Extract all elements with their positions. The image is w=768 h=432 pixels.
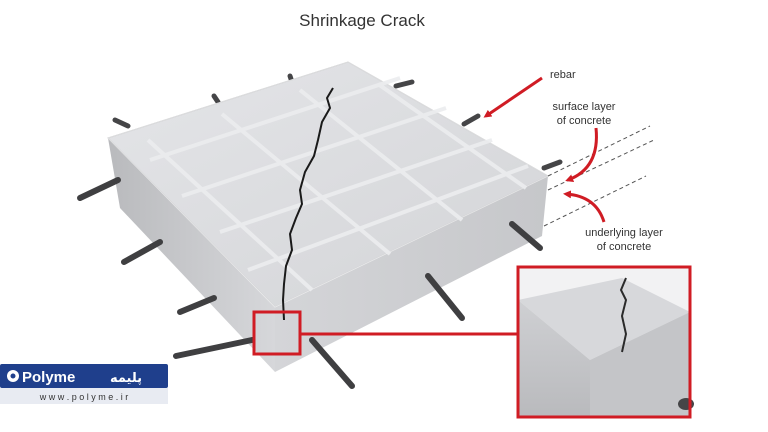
rebar-arrow [483, 76, 543, 118]
logo-url-band [0, 388, 168, 404]
rebar-front-6 [425, 273, 465, 321]
concrete-slab [107, 61, 550, 372]
underlying-layer-arrow [563, 190, 606, 223]
detail-left-face [518, 300, 590, 417]
diagram-title: Shrinkage Crack [299, 11, 425, 30]
slab-left-face [108, 138, 275, 372]
underlying-layer-line [543, 175, 647, 227]
detail-rebar-end [678, 398, 694, 410]
detail-crack [619, 277, 628, 353]
layer-lines [543, 125, 655, 227]
rebar-front-7 [509, 221, 543, 251]
rebar-back-5 [461, 113, 481, 127]
surface-layer-arrow [565, 127, 598, 182]
rebar-back-1 [112, 117, 131, 129]
slab-right-face [275, 176, 548, 372]
rebar-front-2 [121, 239, 163, 265]
detail-inset [516, 265, 694, 419]
surface-layer-label-1: surface layer [553, 101, 616, 113]
rebar-front-3 [177, 295, 217, 315]
surface-layer-label-2: of concrete [557, 115, 611, 127]
rebar-back-4 [393, 79, 415, 89]
detail-top-face [518, 278, 690, 360]
detail-right-face [590, 312, 690, 417]
logo-background [0, 364, 168, 388]
rebar-front-5 [309, 337, 355, 389]
rebar-front-4 [173, 337, 255, 359]
rebar-back-2 [211, 93, 221, 105]
rebar-front-1 [77, 177, 121, 201]
logo-persian-name: پلیمه [110, 371, 142, 386]
logo-url: w w w . p o l y m e . i r [39, 392, 129, 402]
rebar-back-6 [541, 159, 563, 171]
underlying-layer-label-1: underlying layer [585, 227, 663, 239]
surface-layer-line-1 [547, 125, 651, 177]
detail-frame [516, 265, 692, 419]
logo-name: Polyme [22, 369, 75, 386]
polyme-logo: Polyme پلیمه w w w . p o l y m e . i r [0, 364, 168, 404]
surface-layer-line-2 [547, 139, 655, 191]
rebar-label: rebar [550, 69, 576, 81]
crack-line [282, 87, 334, 321]
annotation-arrows [483, 76, 606, 223]
rebars-front [77, 177, 543, 389]
underlying-layer-label-2: of concrete [597, 241, 651, 253]
